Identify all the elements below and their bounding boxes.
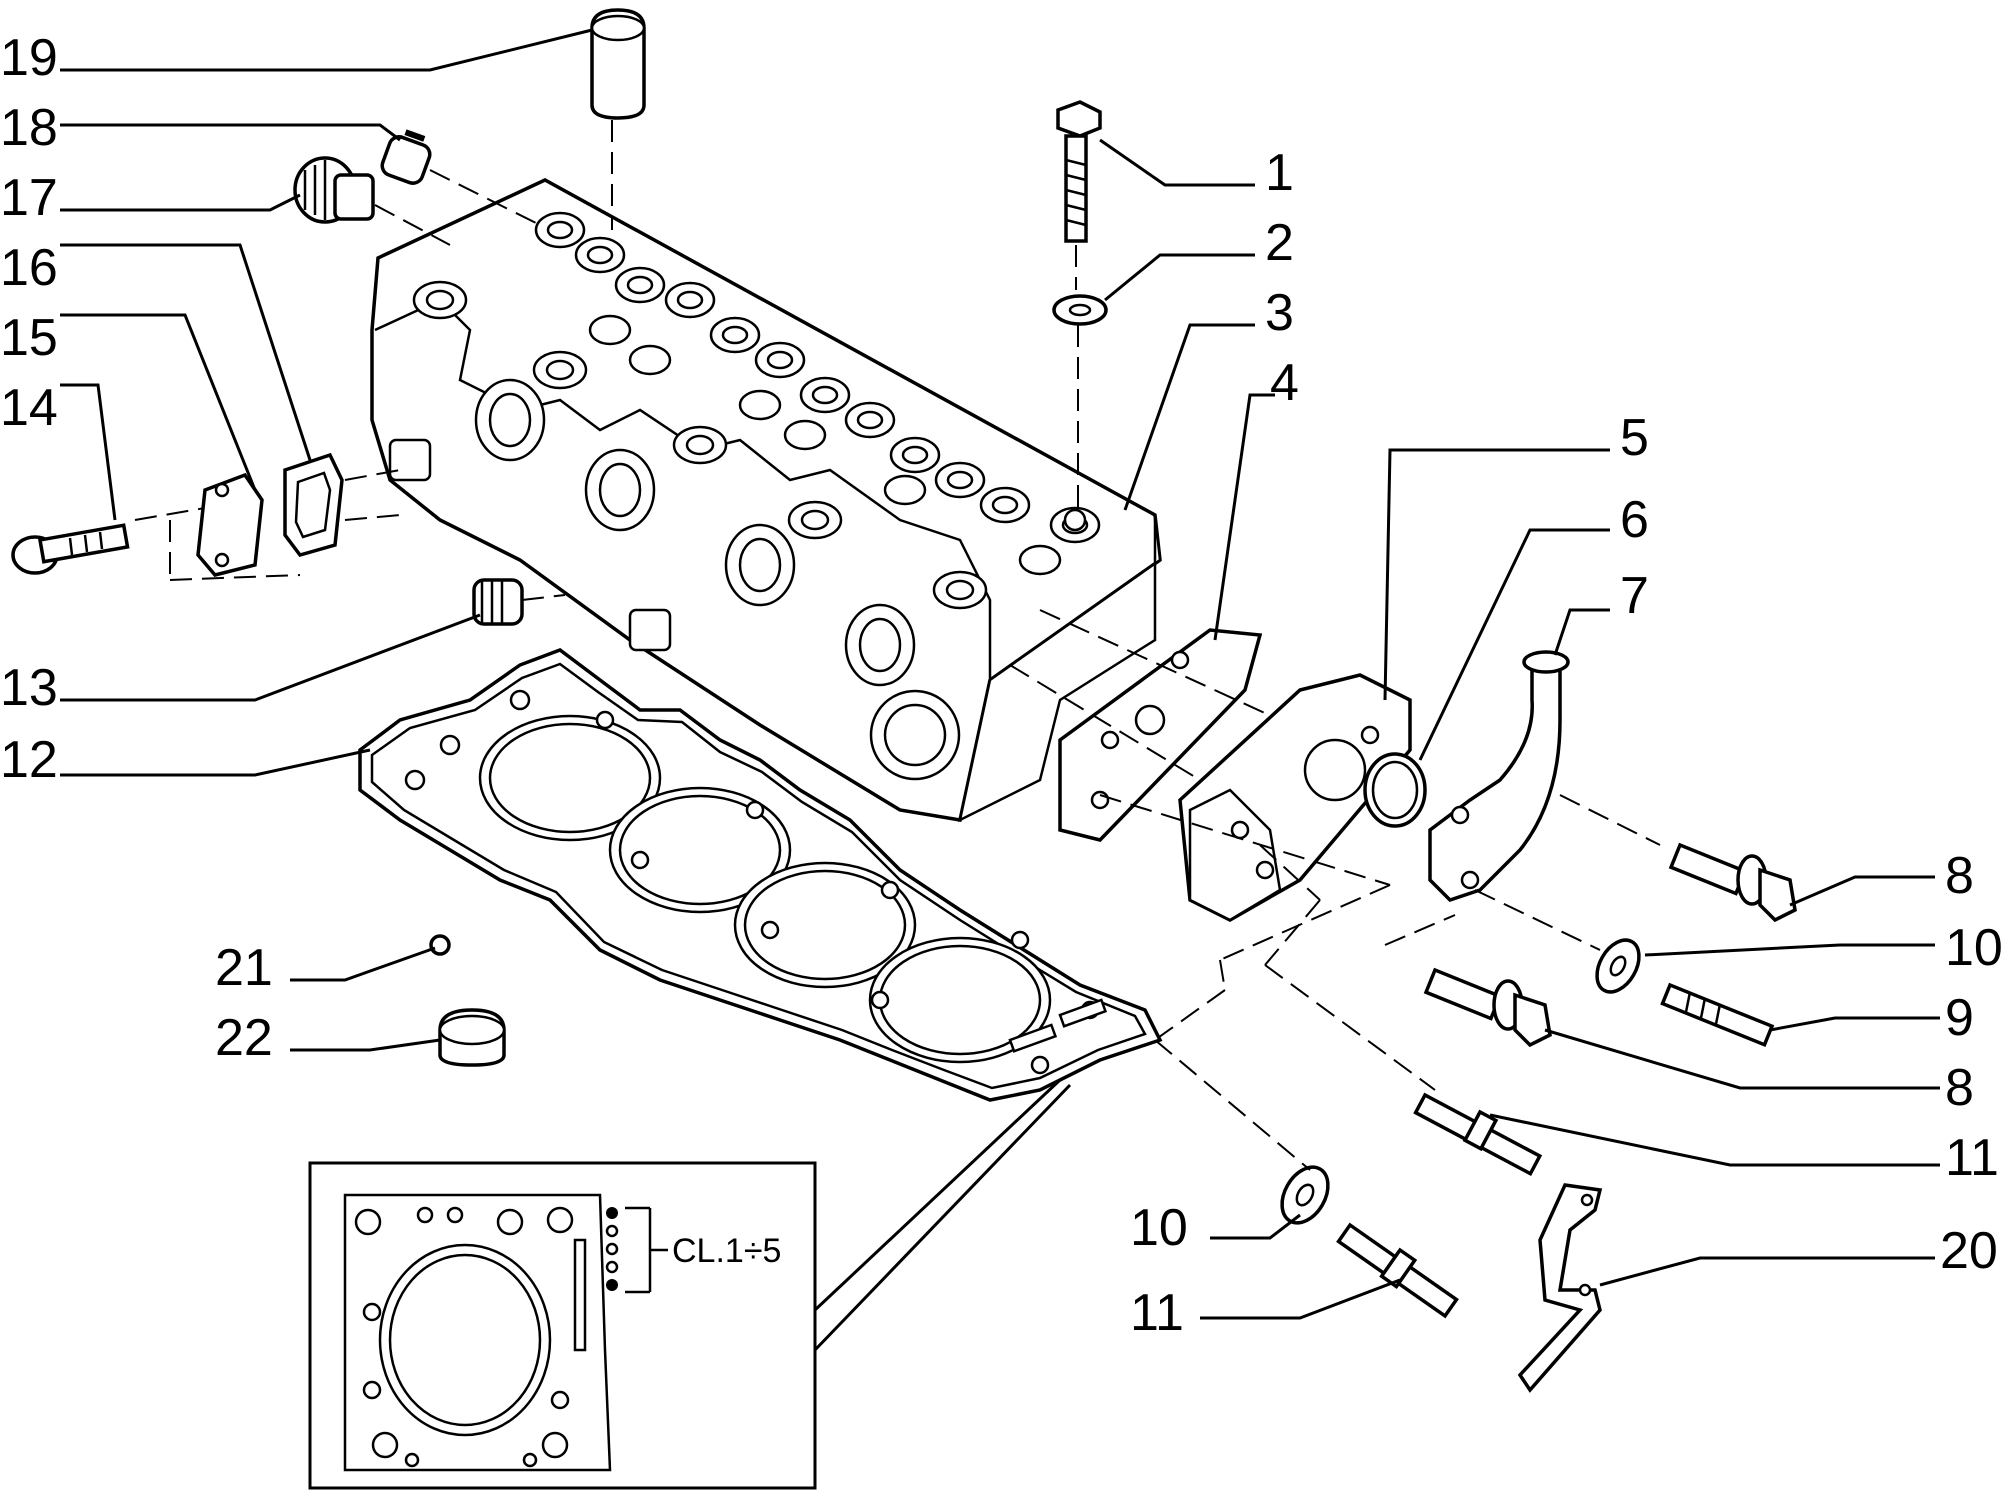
part-14-bolt — [11, 507, 206, 575]
port-openings — [388, 378, 961, 781]
part-7-pipe — [1428, 650, 1661, 951]
dashed-guides — [1099, 794, 1436, 1171]
callout-21: 21 — [215, 939, 273, 997]
part-19-sleeve — [590, 8, 646, 230]
part-11-stud-upper — [1413, 1092, 1543, 1177]
callout-4: 4 — [1270, 354, 1299, 412]
callout-15: 15 — [0, 309, 58, 367]
callout-8-upper: 8 — [1945, 847, 1974, 905]
callout-1: 1 — [1265, 144, 1294, 202]
part-17-threaded-plug — [293, 156, 451, 246]
part-13-threaded-plug — [472, 578, 566, 626]
callout-10-lower: 10 — [1130, 1199, 1188, 1257]
part-9-stud — [1660, 982, 1775, 1048]
part-10-washer-lower — [1280, 1165, 1330, 1225]
callout-10-upper: 10 — [1945, 919, 2003, 977]
cylinder-head — [370, 178, 1162, 823]
part-4-gasket — [1009, 609, 1281, 842]
part-10-washer-upper — [1595, 938, 1641, 994]
part-6-o-ring — [1363, 752, 1427, 828]
part-5-housing — [1178, 673, 1412, 922]
part-16-gasket — [283, 452, 401, 558]
part-8-bolt-upper — [1668, 842, 1797, 923]
leader-lines — [60, 28, 1940, 1320]
callout-8-lower: 8 — [1945, 1059, 1974, 1117]
inset-class-label: CL.1÷5 — [672, 1232, 781, 1270]
callout-19: 19 — [0, 29, 58, 87]
inset-detail — [308, 1078, 1072, 1490]
part-20-bracket — [1517, 1183, 1603, 1393]
callout-2: 2 — [1265, 214, 1294, 272]
callout-16: 16 — [0, 239, 58, 297]
part-11-stud-lower — [1336, 1222, 1459, 1319]
callout-11-lower: 11 — [1130, 1284, 1184, 1342]
part-22-cap — [438, 1008, 506, 1067]
part-2-washer — [1052, 294, 1108, 510]
part-18-plug — [380, 129, 541, 226]
callout-22: 22 — [215, 1009, 273, 1067]
part-8-bolt-lower — [1384, 914, 1552, 1048]
callout-17: 17 — [0, 169, 58, 227]
callout-18: 18 — [0, 99, 58, 157]
callout-20: 20 — [1940, 1222, 1998, 1280]
callout-3: 3 — [1265, 284, 1294, 342]
callout-13: 13 — [0, 659, 58, 717]
callout-14: 14 — [0, 379, 58, 437]
callout-6: 6 — [1620, 491, 1649, 549]
callout-9: 9 — [1945, 989, 1974, 1047]
part-15-cover — [169, 472, 301, 581]
callout-7: 7 — [1620, 567, 1649, 625]
callout-11-upper: 11 — [1945, 1129, 1999, 1187]
part-1-bolt — [1056, 100, 1102, 290]
part-21-ball — [429, 934, 451, 956]
head-gasket — [358, 648, 1163, 1102]
callout-5: 5 — [1620, 409, 1649, 467]
callout-12: 12 — [0, 731, 58, 789]
